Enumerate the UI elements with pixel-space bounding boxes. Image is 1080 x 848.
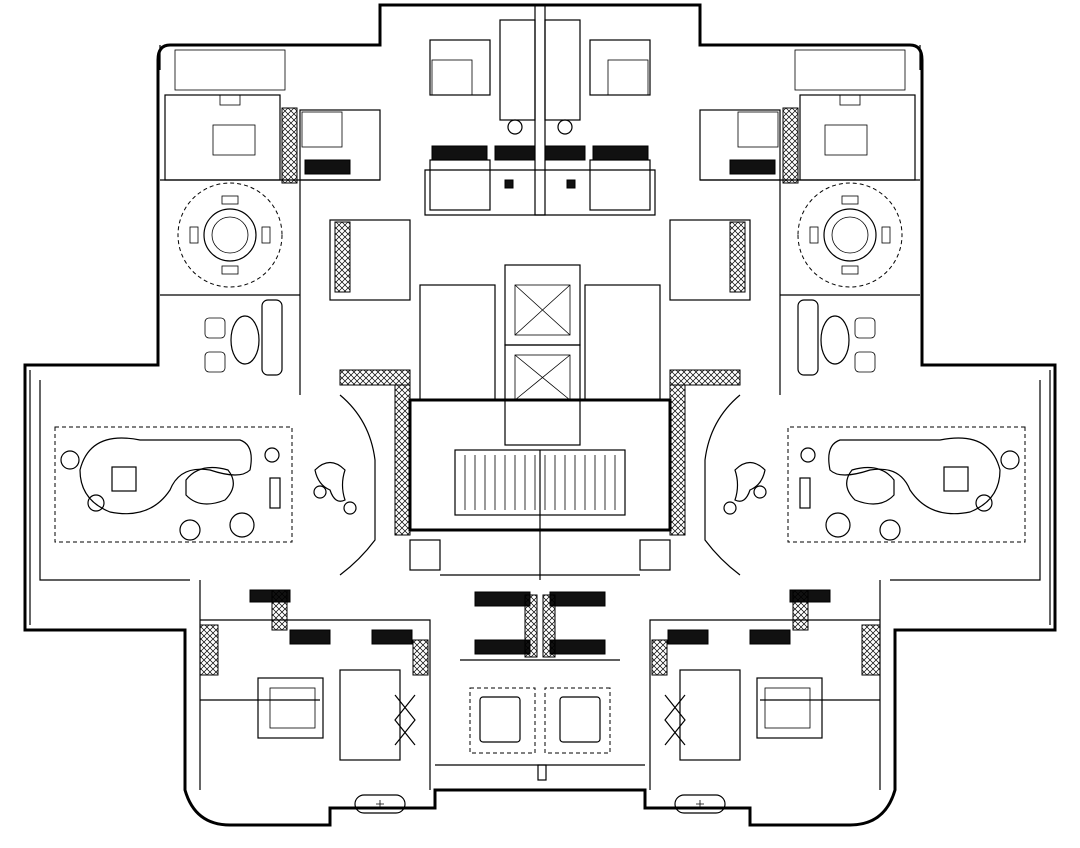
staircase xyxy=(454,449,626,580)
right-apartment xyxy=(538,3,1057,827)
left-apartment xyxy=(23,3,542,827)
elevator-shaft xyxy=(504,264,581,446)
central-core xyxy=(408,4,672,781)
